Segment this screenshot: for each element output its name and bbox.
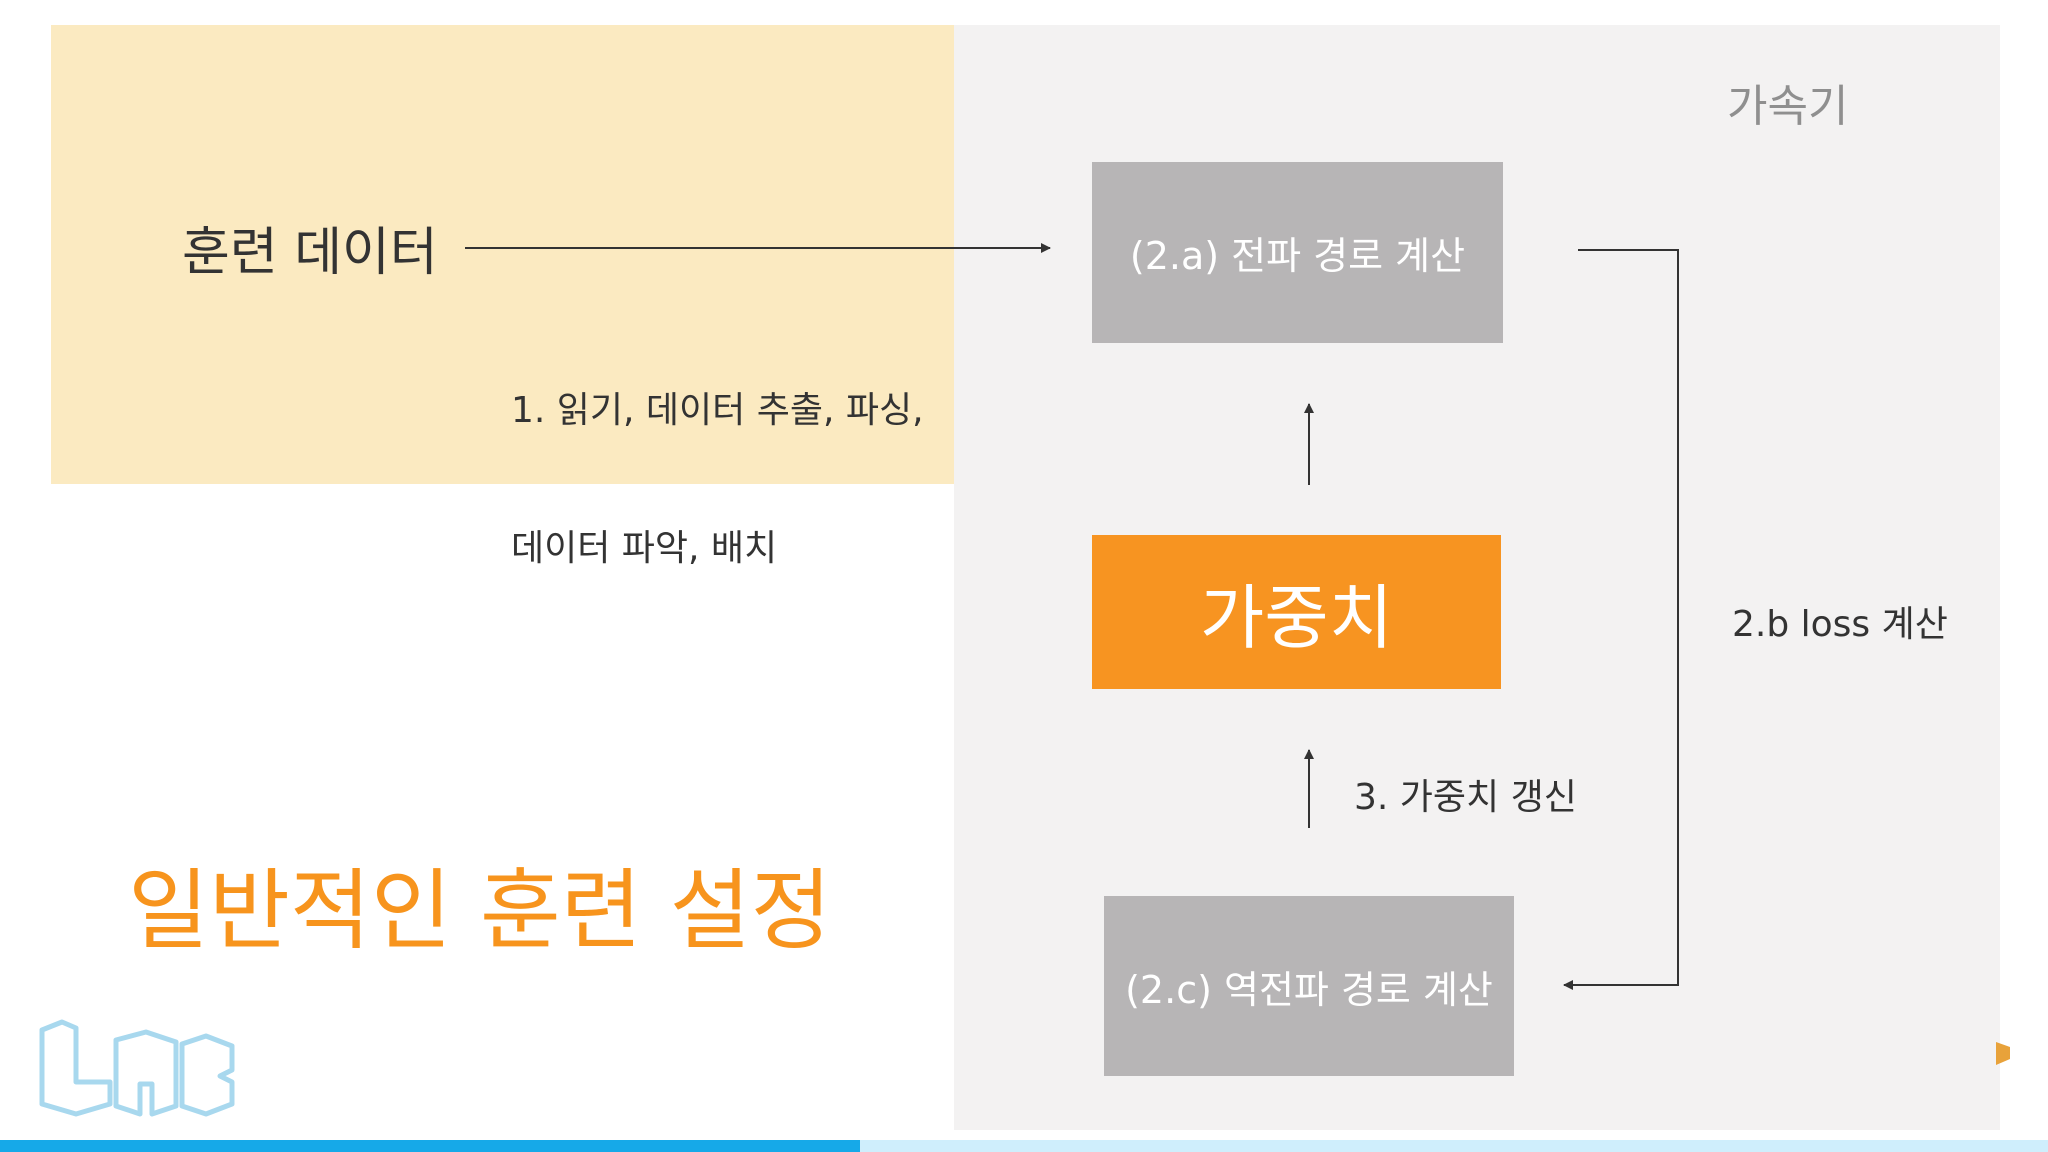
- training-data-label: 훈련 데이터: [182, 223, 438, 283]
- loss-step-label: 2.b loss 계산: [1732, 604, 1948, 645]
- read-step-line2: 데이터 파악, 배치: [511, 528, 778, 569]
- weight-update-label: 3. 가중치 갱신: [1354, 777, 1577, 818]
- backward-pass-box: (2.c) 역전파 경로 계산: [1104, 896, 1514, 1076]
- accelerator-label: 가속기: [1727, 81, 1849, 132]
- weights-box: 가중치: [1092, 535, 1501, 689]
- host-panel: [51, 25, 954, 484]
- slide-title: 일반적인 훈련 설정: [128, 859, 832, 962]
- play-edge-icon: [1996, 1042, 2010, 1065]
- read-step-line1: 1. 읽기, 데이터 추출, 파싱,: [511, 390, 924, 431]
- video-progress-bar[interactable]: [0, 1140, 2048, 1152]
- loss-loop-arrow: [1563, 249, 1679, 990]
- read-step-label: 1. 읽기, 데이터 추출, 파싱, 데이터 파악, 배치: [511, 296, 924, 618]
- forward-pass-box: (2.a) 전파 경로 계산: [1092, 162, 1503, 343]
- lab-logo-icon: [39, 1019, 235, 1117]
- video-progress-fill: [0, 1140, 861, 1152]
